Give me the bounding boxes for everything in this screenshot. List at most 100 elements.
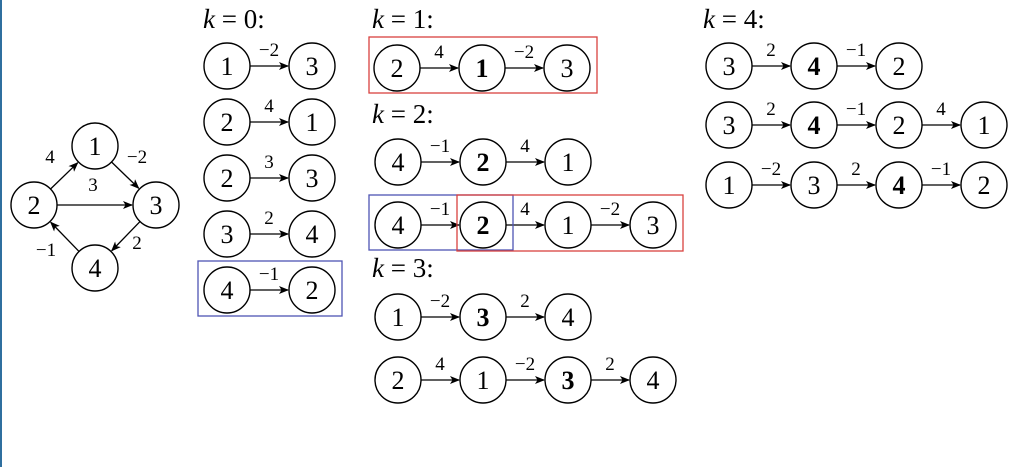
k3-path-1-node-2: 3	[459, 293, 507, 341]
k3-path-2-node-2-circle	[459, 356, 507, 404]
k4-path-1-node-1-circle	[705, 42, 753, 90]
k4-path-1-node-3-label: 2	[893, 52, 906, 81]
graph-node-1: 1	[71, 122, 119, 170]
k3-path-2-node-4-circle	[629, 356, 677, 404]
graph-node-4-circle	[71, 244, 119, 292]
graph-node-2: 2	[10, 181, 58, 229]
graph-edge-4-2	[49, 221, 80, 252]
k0-path-2-node-2-label: 1	[306, 108, 319, 137]
k0-path-2-node-1-label: 2	[221, 108, 234, 137]
k2-path-2-weight-1: −1	[430, 199, 450, 220]
k4-path-3-weight-2: 2	[851, 159, 861, 180]
k1-path-1-node-2-label: 1	[476, 54, 489, 83]
k2-path-1-node-1: 4	[374, 138, 422, 186]
k1-path-1-node-1: 2	[373, 44, 421, 92]
k1-path-1-node-1-circle	[373, 44, 421, 92]
k0-path-2-node-2: 1	[288, 98, 336, 146]
k4-path-3-node-4-label: 2	[978, 171, 991, 200]
k0-path-1-weight-1: −2	[259, 40, 279, 61]
k2-path-2-node-4-circle	[629, 201, 677, 249]
k0-path-3-node-2-label: 3	[306, 164, 319, 193]
k3-path-1-node-2-label: 3	[477, 303, 490, 332]
k4-path-3-node-2-circle	[790, 161, 838, 209]
k4-path-1-node-2: 4	[790, 42, 838, 90]
k3-path-1-node-3: 4	[544, 293, 592, 341]
k0-path-2-node-1: 2	[203, 98, 251, 146]
k1-path-1-node-2: 1	[458, 44, 506, 92]
k0-path-2-node-2-circle	[288, 98, 336, 146]
k4-path-3-node-3-circle	[875, 161, 923, 209]
k2-path-1-node-1-label: 4	[392, 148, 405, 177]
k2-path-1-node-2: 2	[459, 138, 507, 186]
graph-node-4: 4	[71, 244, 119, 292]
k4-path-1-weight-1: 2	[766, 40, 776, 61]
k0-path-4-node-2: 4	[288, 210, 336, 258]
k0-path-5-node-2: 2	[288, 266, 336, 314]
k2-path-2-node-3: 1	[544, 201, 592, 249]
k4-path-3-weight-1: −2	[761, 159, 781, 180]
k2-path-2-weight-2: 4	[520, 199, 530, 220]
k3-path-2-weight-3: 2	[605, 354, 615, 375]
k2-heading: k = 2:	[372, 99, 434, 129]
k0-path-1-node-1-label: 1	[221, 52, 234, 81]
k4-path-2-weight-1: 2	[766, 99, 776, 120]
k0-path-5-node-1-circle	[203, 266, 251, 314]
k2-path-1-node-3-circle	[544, 138, 592, 186]
k0-path-5-node-2-circle	[288, 266, 336, 314]
k0-path-1-node-2-label: 3	[306, 52, 319, 81]
k4-path-3-node-2: 3	[790, 161, 838, 209]
k2-path-2-node-4-label: 3	[647, 211, 660, 240]
k2-path-2-node-4: 3	[629, 201, 677, 249]
k3-path-1-weight-1: −2	[430, 291, 450, 312]
k3-path-2-node-2: 1	[459, 356, 507, 404]
k0-heading: k = 0:	[203, 4, 265, 34]
k3-path-2-node-4: 4	[629, 356, 677, 404]
k2-path-2-node-3-circle	[544, 201, 592, 249]
k4-path-3-weight-3: −1	[931, 159, 951, 180]
k4-path-2-node-2-label: 4	[808, 111, 821, 140]
k3-path-2-node-2-label: 1	[477, 366, 490, 395]
k3-path-2-node-1-circle	[374, 356, 422, 404]
k2-path-2-node-1-label: 4	[392, 211, 405, 240]
k4-path-2-node-1-circle	[705, 101, 753, 149]
k4-path-3-node-3: 4	[875, 161, 923, 209]
k4-path-1-node-1: 3	[705, 42, 753, 90]
graph-edge-3-4	[110, 221, 141, 252]
k4-path-1-node-3: 2	[875, 42, 923, 90]
k1-path-1-node-2-circle	[458, 44, 506, 92]
k4-path-1-node-2-circle	[790, 42, 838, 90]
k3-path-2-weight-2: −2	[515, 354, 535, 375]
k2-path-2-node-2: 2	[459, 201, 507, 249]
k3-path-2-node-3: 3	[544, 356, 592, 404]
k0-blue-box	[197, 260, 343, 317]
k4-path-3-node-1-label: 1	[723, 171, 736, 200]
k2-path-2-node-1: 4	[374, 201, 422, 249]
k4-path-2-node-1: 3	[705, 101, 753, 149]
k4-path-1-node-1-label: 3	[723, 52, 736, 81]
k3-heading: k = 3:	[372, 253, 434, 283]
k0-path-4-node-1: 3	[203, 210, 251, 258]
k4-path-2-node-4: 1	[960, 101, 1008, 149]
graph-node-2-label: 2	[28, 191, 41, 220]
k0-path-3-node-2-circle	[288, 154, 336, 202]
graph-node-1-circle	[71, 122, 119, 170]
k0-path-4-node-2-label: 4	[306, 220, 319, 249]
k1-path-1-node-3-circle	[543, 44, 591, 92]
k2-path-2-node-1-circle	[374, 201, 422, 249]
left-edge-line	[0, 0, 2, 467]
k4-path-2-node-4-circle	[960, 101, 1008, 149]
k0-path-1-node-2-circle	[288, 42, 336, 90]
k0-path-4-node-2-circle	[288, 210, 336, 258]
k4-path-3-node-4-circle	[960, 161, 1008, 209]
k2-path-1-weight-2: 4	[520, 136, 530, 157]
k4-path-2-weight-2: −1	[846, 99, 866, 120]
k4-path-2-weight-3: 4	[936, 99, 946, 120]
